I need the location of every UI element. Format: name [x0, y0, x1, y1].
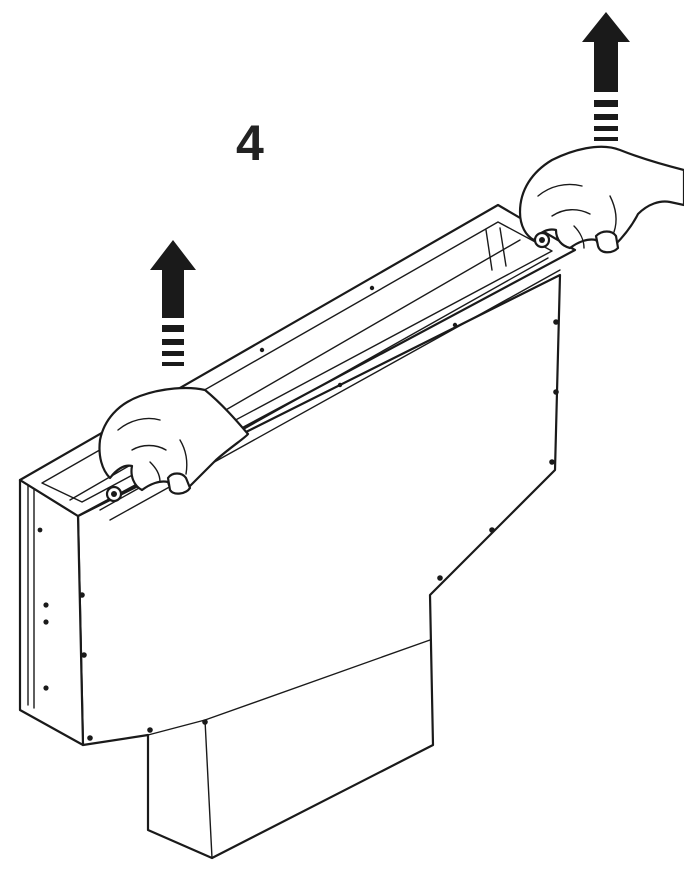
up-arrow-icon	[150, 240, 196, 366]
up-arrow-icon	[582, 12, 630, 141]
housing-side-panel	[18, 478, 85, 747]
hand-left	[98, 386, 250, 503]
housing-front-panel	[71, 273, 562, 860]
hand-right	[518, 145, 684, 254]
step-number: 4	[236, 115, 264, 171]
